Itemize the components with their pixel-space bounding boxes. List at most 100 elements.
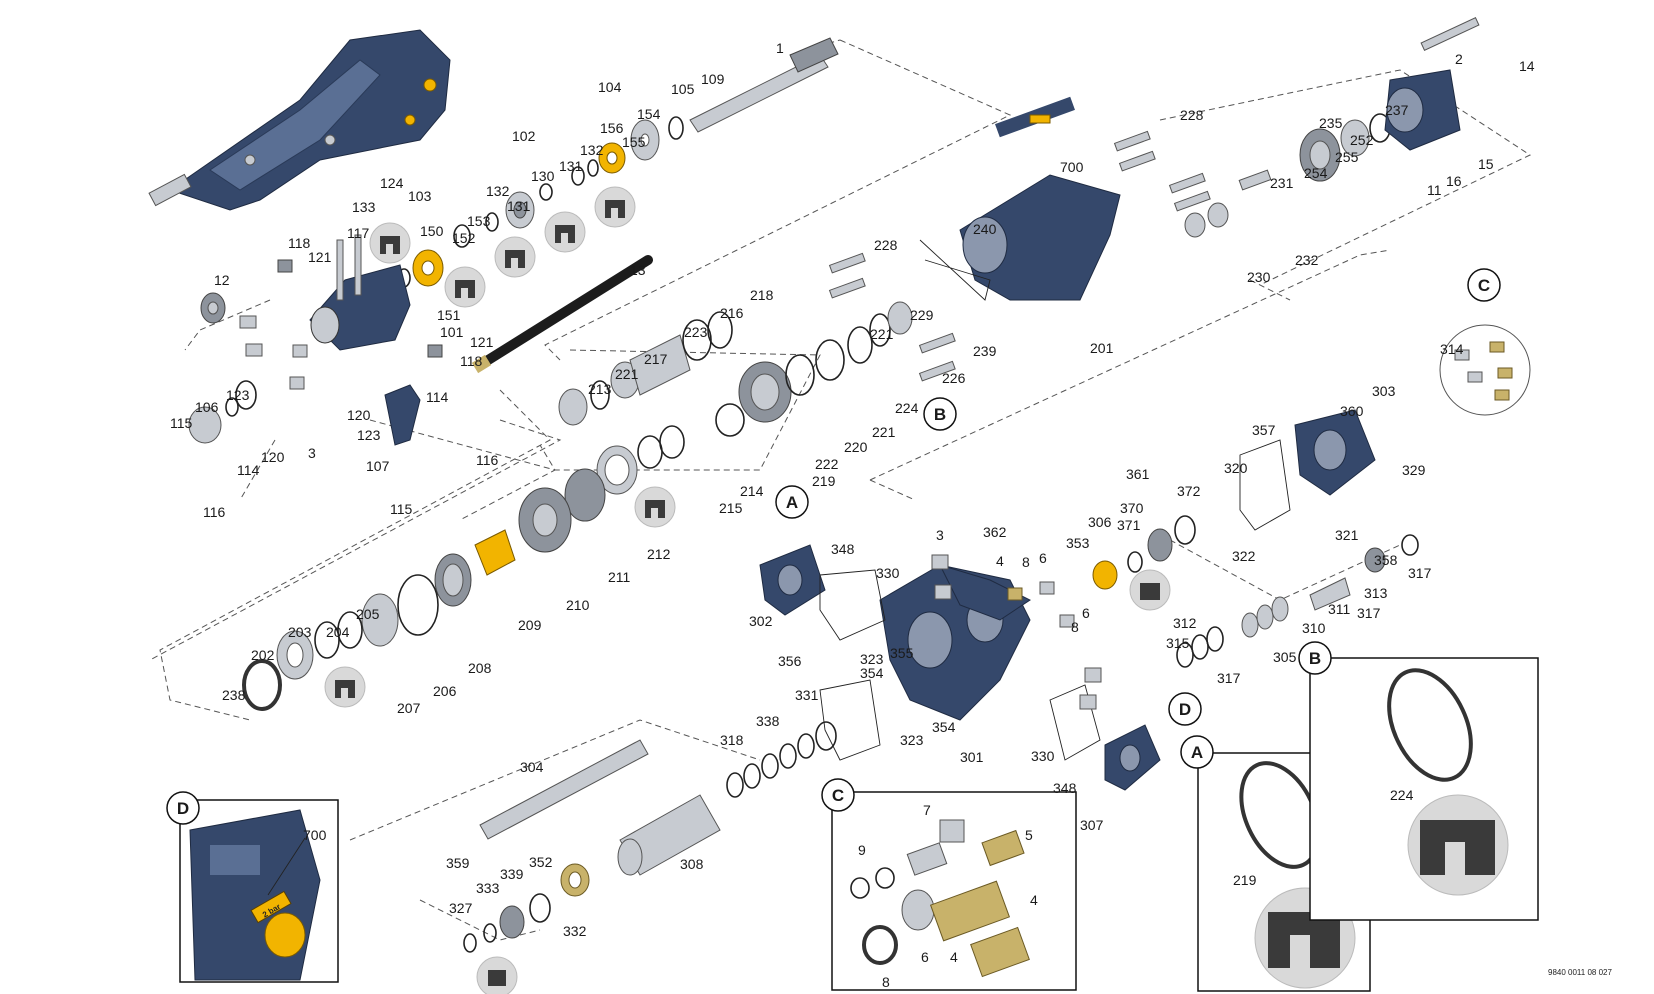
shaft-1 bbox=[689, 37, 839, 133]
part-label: 228 bbox=[874, 237, 898, 253]
inset-C-label: 7 bbox=[923, 802, 931, 818]
part-label: 208 bbox=[468, 660, 492, 676]
part-label: 330 bbox=[1031, 748, 1055, 764]
part-label: 318 bbox=[720, 732, 744, 748]
part-label: 219 bbox=[812, 473, 836, 489]
part-label: 212 bbox=[647, 546, 671, 562]
parts-305-313 bbox=[1176, 534, 1419, 668]
part-label: 133 bbox=[352, 199, 376, 215]
part-label: 329 bbox=[1402, 462, 1426, 478]
part-label: 371 bbox=[1117, 517, 1141, 533]
housing-201 bbox=[959, 96, 1121, 301]
document-number: 9840 0011 08 027 bbox=[1548, 968, 1612, 977]
inset-C-label: 5 bbox=[1025, 827, 1033, 843]
housing-301 bbox=[879, 564, 1031, 721]
housing-101 bbox=[309, 234, 411, 351]
part-label: 333 bbox=[476, 880, 500, 896]
part-label: 357 bbox=[1252, 422, 1276, 438]
inset-A-label: 219 bbox=[1233, 872, 1257, 888]
part-label: 15 bbox=[1478, 156, 1494, 172]
part-107-bracket bbox=[384, 384, 421, 446]
part-label: 254 bbox=[1304, 165, 1328, 181]
part-label: 117 bbox=[347, 225, 370, 241]
gasket-240 bbox=[919, 239, 991, 301]
part-label: 317 bbox=[1357, 605, 1381, 621]
part-154-yellow-bearing bbox=[598, 142, 626, 174]
part-label: 156 bbox=[600, 120, 624, 136]
part-label: 327 bbox=[449, 900, 473, 916]
part-label: 6 bbox=[1039, 550, 1047, 566]
part-label: 230 bbox=[1247, 269, 1271, 285]
fittings-3-8 bbox=[931, 554, 1102, 710]
part-label: 3 bbox=[308, 445, 316, 461]
part-label: 114 bbox=[237, 462, 260, 478]
part-label: 314 bbox=[1440, 341, 1464, 357]
part-label: 114 bbox=[426, 389, 449, 405]
part-label: 332 bbox=[563, 923, 587, 939]
detail-bubble-C bbox=[1439, 324, 1531, 416]
part-label: 214 bbox=[740, 483, 764, 499]
part-label: 204 bbox=[326, 624, 350, 640]
part-label: 202 bbox=[251, 647, 275, 663]
part-label: 226 bbox=[942, 370, 966, 386]
dowels-228 bbox=[828, 130, 1156, 382]
part-label: 8 bbox=[1071, 619, 1079, 635]
part-label: 229 bbox=[910, 307, 934, 323]
part-label: 221 bbox=[870, 326, 894, 342]
part-label: 330 bbox=[876, 565, 900, 581]
part-label: 8 bbox=[1022, 554, 1030, 570]
ring-156 bbox=[571, 166, 585, 186]
group-200-parts bbox=[242, 301, 913, 711]
part-label: 106 bbox=[195, 399, 219, 415]
part-label: 338 bbox=[756, 713, 780, 729]
part-label: 348 bbox=[1053, 780, 1077, 796]
inset-A-letter: A bbox=[1191, 743, 1203, 762]
ring-131 bbox=[539, 183, 553, 201]
inset-C-label: 8 bbox=[882, 974, 890, 990]
part-label: 152 bbox=[452, 230, 476, 246]
group-235 bbox=[1168, 113, 1391, 238]
part-label: 121 bbox=[308, 249, 332, 265]
part-label: 115 bbox=[170, 415, 193, 431]
part-label: 306 bbox=[1088, 514, 1112, 530]
part-label: 317 bbox=[1408, 565, 1432, 581]
part-label: 304 bbox=[520, 759, 544, 775]
part-label: 222 bbox=[815, 456, 839, 472]
part-label: 358 bbox=[1374, 552, 1398, 568]
part-label: 218 bbox=[750, 287, 774, 303]
inset-D: 2 bar D 700 bbox=[166, 791, 339, 983]
part-label: 4 bbox=[996, 553, 1004, 569]
part-label: 235 bbox=[1319, 115, 1343, 131]
part-label: 131 bbox=[507, 198, 531, 214]
inset-B-label: 224 bbox=[1390, 787, 1414, 803]
part-332-bearing bbox=[560, 863, 590, 897]
part-label: 121 bbox=[470, 334, 494, 350]
part-label: 322 bbox=[1232, 548, 1256, 564]
part-label: 313 bbox=[1364, 585, 1388, 601]
part-number-labels: 1 2 14 15 16 11 104 105 109 154 155 156 … bbox=[170, 40, 1535, 990]
assembled-gearbox bbox=[148, 29, 451, 211]
part-label: 101 bbox=[440, 324, 464, 340]
parts-306-372 bbox=[1092, 515, 1196, 611]
part-label: 312 bbox=[1173, 615, 1197, 631]
part-130-bearing bbox=[505, 191, 535, 229]
part-label: 155 bbox=[622, 134, 646, 150]
circle-markers: B A C D bbox=[775, 268, 1501, 726]
part-label: 359 bbox=[446, 855, 470, 871]
part-label: 323 bbox=[860, 651, 884, 667]
part-label: 130 bbox=[531, 168, 555, 184]
part-label: 339 bbox=[500, 866, 524, 882]
part-label: 120 bbox=[347, 407, 371, 423]
part-label: 150 bbox=[420, 223, 444, 239]
part-12-disc bbox=[200, 292, 226, 324]
part-label: 203 bbox=[288, 624, 312, 640]
part-label: 224 bbox=[895, 400, 919, 416]
rings-318-338 bbox=[726, 721, 837, 798]
part-label: 372 bbox=[1177, 483, 1201, 499]
part-label: 320 bbox=[1224, 460, 1248, 476]
flex-shaft-13 bbox=[471, 255, 653, 374]
marker-A-label: A bbox=[786, 493, 798, 512]
part-105-disc bbox=[630, 119, 660, 161]
part-label: 103 bbox=[408, 188, 432, 204]
